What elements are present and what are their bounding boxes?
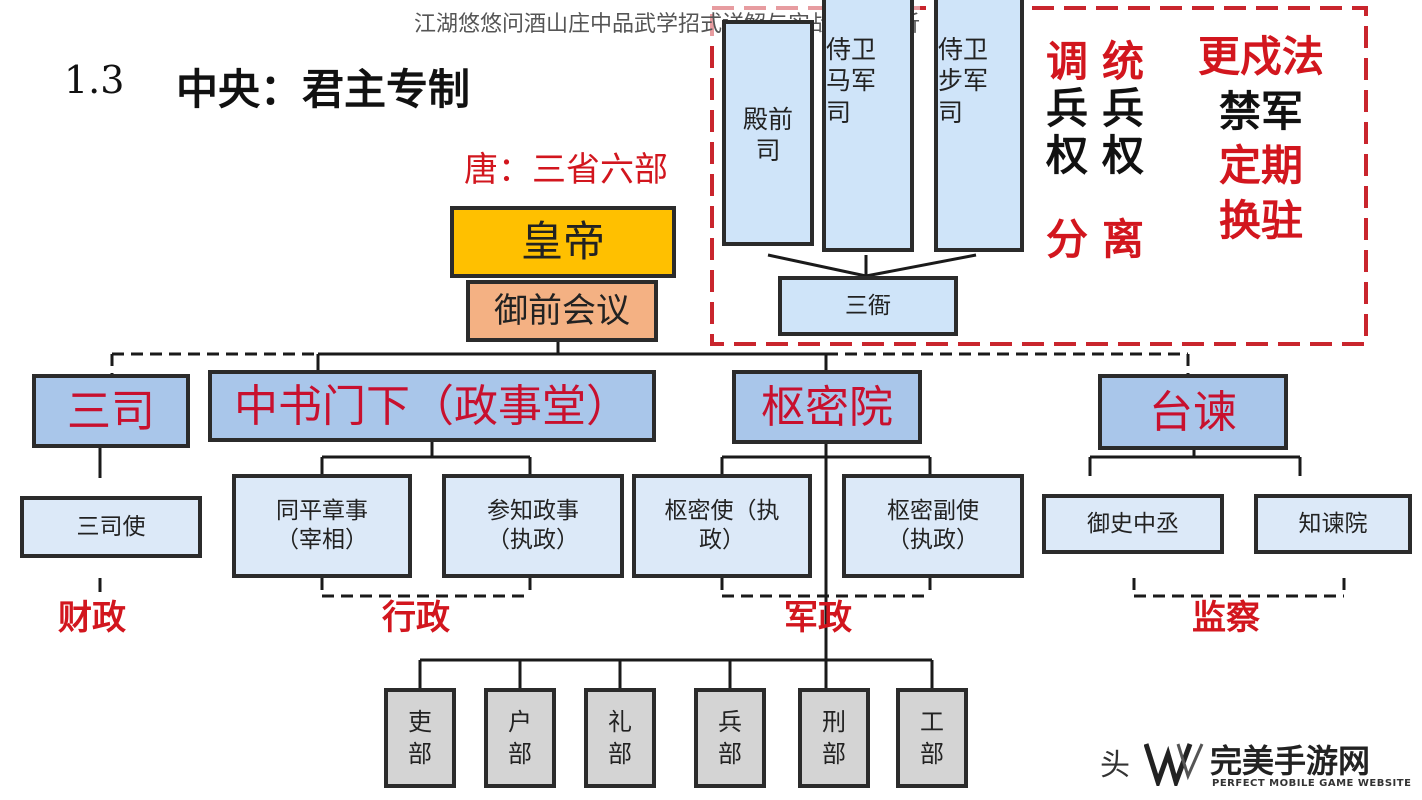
label-finance: 财政 (58, 598, 126, 638)
note-col1-a: 调 (1046, 37, 1089, 86)
yushi-box: 御史中丞 (1042, 494, 1224, 554)
tongping-line-1: 同平章事 (276, 498, 368, 525)
ministry-rites-bu: 部 (608, 740, 632, 768)
section-title: 中央：君主专制 (176, 65, 471, 114)
guard-bujun-l3: 司 (938, 97, 964, 127)
note-col3-d: 换驻 (1218, 195, 1303, 245)
sanya-box: 三衙 (778, 276, 958, 336)
ministry-hu: 户 部 (484, 688, 556, 788)
note-col2: 统 兵 权 (1102, 38, 1144, 179)
note-separation: 分离 (1046, 215, 1159, 264)
ministry-li-bu: 部 (408, 740, 432, 768)
note-col2-a: 统 (1102, 37, 1145, 86)
tang-note: 唐：三省六部 (464, 150, 668, 190)
guard-mabu-l3: 司 (826, 97, 852, 127)
ministry-war-bu: 部 (718, 740, 742, 768)
note-col3-b: 禁军 (1218, 86, 1303, 136)
toutiao-mark: 头 (1100, 748, 1130, 783)
shumishi-line-2: 政） (699, 527, 745, 553)
ministry-justice: 刑 部 (798, 688, 870, 788)
shumifu-box: 枢密副使 （执政） (842, 474, 1024, 578)
shumifu-line-2: （执政） (887, 527, 979, 553)
shumishi-box: 枢密使（执 政） (632, 474, 812, 578)
site-logo: 头 完美手游网 PERFECT MOBILE GAME WEBSITE (1100, 734, 1412, 794)
shumishi-line-1: 枢密使（执 (664, 498, 780, 525)
ministry-works-char: 工 (920, 707, 944, 736)
canzhi-box: 参知政事 （执政） (442, 474, 624, 578)
ministry-works-bu: 部 (920, 740, 944, 768)
guard-dianqian-l1: 殿前 (742, 104, 793, 134)
guard-dianqian: 殿前 司 (722, 20, 814, 246)
sansi-box: 三司 (32, 374, 190, 448)
emperor-box: 皇帝 (450, 206, 676, 278)
label-military: 军政 (784, 598, 852, 638)
guard-mabu-l1: 侍卫 (826, 35, 877, 64)
ministry-works: 工 部 (896, 688, 968, 788)
tongping-line-2: （宰相） (276, 527, 368, 553)
council-box: 御前会议 (466, 280, 658, 342)
note-col3-c: 定期 (1218, 141, 1303, 191)
ministry-war: 兵 部 (694, 688, 766, 788)
ministry-war-char: 兵 (718, 707, 742, 736)
sansishi-box: 三司使 (20, 496, 202, 558)
note-col2-b: 兵 (1102, 84, 1145, 134)
shumi-box: 枢密院 (732, 370, 922, 444)
guard-mabu-l2: 马军 (826, 66, 877, 96)
guard-mabu: 侍卫 马军 司 (822, 0, 914, 252)
guard-bujun: 侍卫 步军 司 (934, 0, 1024, 252)
canzhi-line-2: （执政） (487, 527, 579, 553)
note-col1-b: 兵 (1046, 84, 1089, 134)
ministry-hu-char: 户 (508, 707, 532, 736)
guard-bujun-l1: 侍卫 (938, 35, 989, 64)
note-col1-c: 权 (1046, 131, 1089, 181)
note-col1: 调 兵 权 (1046, 38, 1088, 179)
note-col2-c: 权 (1102, 131, 1145, 181)
brand-tagline: PERFECT MOBILE GAME WEBSITE (1212, 778, 1412, 789)
ministry-rites: 礼 部 (584, 688, 656, 788)
guard-bujun-l2: 步军 (938, 66, 989, 96)
label-admin: 行政 (382, 598, 450, 638)
taijian-box: 台谏 (1098, 374, 1288, 450)
zhongshu-box: 中书门下（政事堂） (208, 370, 656, 442)
note-col3: 更戍法 禁军 定期 换驻 (1186, 30, 1336, 248)
ministry-justice-bu: 部 (822, 740, 846, 768)
tongping-box: 同平章事 （宰相） (232, 474, 412, 578)
guard-dianqian-l2: 司 (755, 136, 781, 165)
ministry-li-char: 吏 (408, 707, 432, 736)
ministry-hu-bu: 部 (508, 740, 532, 768)
shumifu-line-1: 枢密副使 (887, 498, 979, 525)
canzhi-line-1: 参知政事 (487, 498, 579, 525)
ministry-li: 吏 部 (384, 688, 456, 788)
brand-name: 完美手游网 (1210, 742, 1371, 780)
ministry-justice-char: 刑 (822, 707, 846, 736)
ministry-rites-char: 礼 (608, 707, 632, 736)
zhijian-box: 知谏院 (1254, 494, 1412, 554)
section-number: 1.3 (64, 58, 125, 102)
note-col3-a: 更戍法 (1197, 32, 1324, 81)
w-logo-icon (1144, 743, 1204, 786)
label-supervise: 监察 (1192, 598, 1260, 638)
